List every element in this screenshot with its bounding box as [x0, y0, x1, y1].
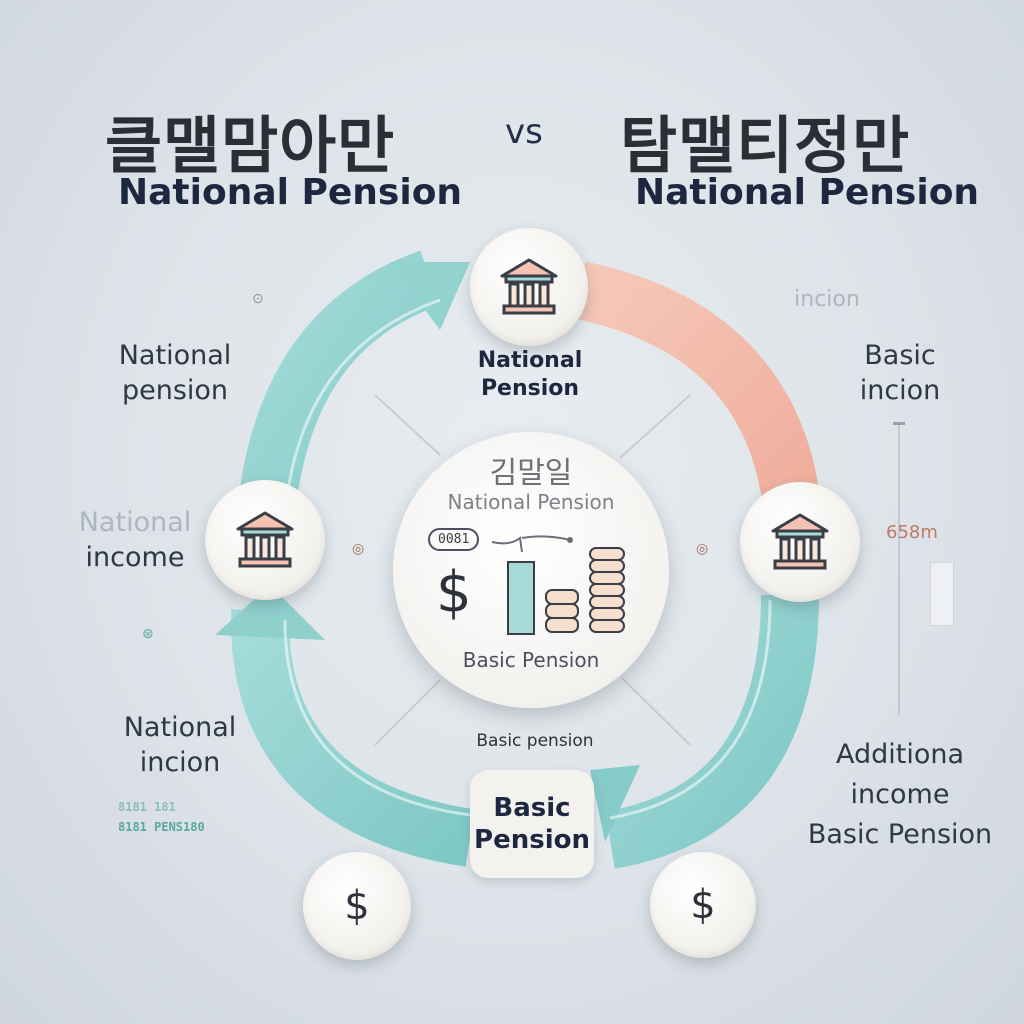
arrowhead-lower-left — [215, 585, 325, 640]
right-bank-node — [740, 482, 860, 602]
left-dollar-coin: $ — [303, 852, 411, 960]
left-tiny-text-1: 8181 181 — [118, 800, 176, 814]
right-title-korean: 탐맬티정만 — [620, 109, 911, 182]
right-vertical-rule — [898, 425, 900, 715]
small-dot-icon: ⊙ — [252, 290, 264, 306]
right-label-additional-income-text: Additiona income Basic Pension — [807, 739, 993, 850]
left-bank-node — [205, 480, 325, 600]
coin-stack-icon — [507, 547, 625, 635]
right-mini-bar — [930, 562, 954, 626]
right-label-basic-incion-text: Basic incion — [859, 340, 941, 406]
right-label-faint-incion: incion — [794, 287, 860, 312]
small-badge-icon: ⊛ — [142, 625, 154, 641]
center-english-title: National Pension — [447, 490, 615, 514]
bottom-basic-pension-label: Basic pension — [476, 731, 594, 751]
left-tiny-text-2: 8181 PENS180 — [118, 820, 205, 834]
connector-lines — [374, 394, 691, 746]
top-node-label-text: National Pension — [477, 348, 583, 401]
small-marker-icon: ◎ — [352, 540, 365, 556]
center-dollar-icon: $ — [436, 560, 472, 625]
left-title-korean: 클맬맘아만 — [105, 109, 396, 182]
right-value-tag: 658m — [886, 522, 938, 543]
bank-icon — [771, 513, 829, 570]
left-label-national-faint: National — [78, 507, 192, 538]
top-node-label: National Pension — [460, 347, 600, 403]
bank-icon — [236, 511, 294, 568]
teal-arrow-lower-left — [230, 609, 475, 867]
arrowhead-lower-right — [590, 765, 640, 842]
teal-arrow-lower-right — [604, 594, 819, 869]
left-label-national-pension-text: National pension — [118, 340, 232, 406]
top-bank-node — [470, 228, 588, 346]
left-label-national-incion: National incion — [100, 710, 260, 780]
right-label-basic-incion: Basic incion — [835, 338, 965, 408]
teal-arrow-upper-left — [236, 250, 441, 528]
small-marker-icon: ◎ — [696, 540, 709, 556]
trend-line-icon — [491, 535, 573, 553]
center-footer-label: Basic Pension — [462, 648, 600, 672]
center-badge: 0081 — [428, 528, 480, 551]
left-label-national-pension: National pension — [95, 338, 255, 408]
basic-pension-pill-text: Basic Pension — [474, 793, 590, 855]
dollar-coin-icon: $ — [344, 883, 370, 929]
left-title-english: National Pension — [118, 172, 463, 213]
left-label-income: income — [85, 542, 185, 573]
right-label-additional-income: Additiona income Basic Pension — [800, 735, 1000, 855]
center-korean-title: 김말일 — [489, 456, 573, 491]
right-title-english: National Pension — [635, 172, 980, 213]
right-rule-cap — [893, 422, 905, 425]
arrowhead-upper-left — [390, 262, 470, 330]
bank-icon — [500, 258, 558, 315]
basic-pension-pill: Basic Pension — [470, 770, 594, 878]
right-dollar-coin: $ — [650, 852, 756, 958]
dollar-coin-icon: $ — [690, 882, 716, 928]
versus-label: vs — [505, 112, 543, 152]
left-label-national-incion-text: National incion — [123, 712, 237, 778]
peach-arrow-upper-right — [573, 261, 821, 510]
